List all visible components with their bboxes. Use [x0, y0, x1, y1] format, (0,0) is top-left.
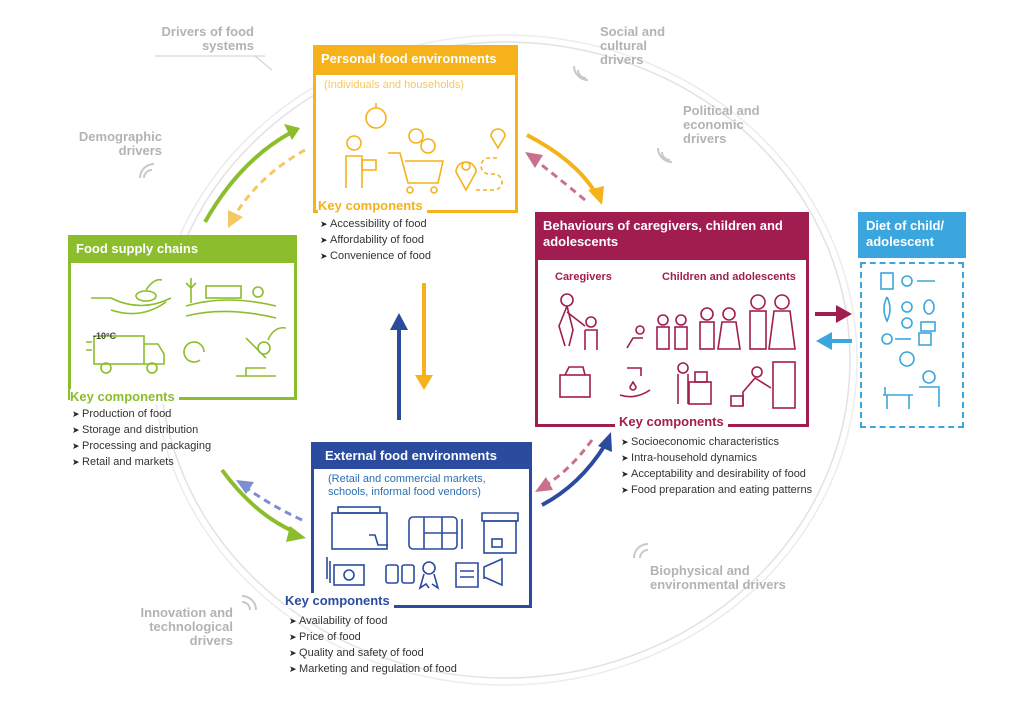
driver-food-systems: Drivers of food systems — [161, 24, 254, 53]
behaviours-title: Behaviours of caregivers, children and a… — [535, 212, 809, 260]
external-food-environments-box: External food environments (Retail and c… — [311, 442, 532, 608]
driver-demographic: Demographic drivers — [78, 129, 162, 158]
external-subtitle: (Retail and commercial markets, schools,… — [328, 473, 486, 498]
behaviours-key-label: Key components — [615, 414, 728, 429]
shopping-icons — [345, 103, 506, 194]
list-item: Convenience of food — [320, 248, 431, 264]
list-item: Production of food — [72, 406, 211, 422]
external-key-list: Availability of food Price of food Quali… — [289, 613, 457, 677]
behaviours-key-list: Socioeconomic characteristics Intra-hous… — [621, 434, 812, 498]
supply-chain-icons — [86, 278, 286, 377]
personal-key-label: Key components — [318, 198, 427, 213]
diet-dashed-frame — [860, 262, 964, 428]
diet-title: Diet of child/ adolescent — [858, 212, 966, 258]
caregivers-label: Caregivers — [555, 271, 612, 283]
supply-key-list: Production of food Storage and distribut… — [72, 406, 211, 470]
list-item: Availability of food — [289, 613, 457, 629]
driver-social-cultural: Social and cultural drivers — [600, 24, 666, 67]
supply-key-label: Key components — [70, 389, 179, 404]
diet-food-icons — [880, 272, 940, 409]
list-item: Acceptability and desirability of food — [621, 466, 812, 482]
list-item: Price of food — [289, 629, 457, 645]
external-key-label: Key components — [285, 593, 394, 608]
personal-key-list: Accessibility of food Affordability of f… — [320, 216, 431, 264]
list-item: Storage and distribution — [72, 422, 211, 438]
diet-box: Diet of child/ adolescent — [858, 212, 966, 430]
list-item: Food preparation and eating patterns — [621, 482, 812, 498]
children-label: Children and adolescents — [662, 271, 796, 283]
driver-political-economic: Political and economic drivers — [683, 103, 760, 146]
list-item: Intra-household dynamics — [621, 450, 812, 466]
family-icons — [558, 293, 796, 409]
personal-subtitle: (Individuals and households) — [324, 79, 465, 91]
list-item: Affordability of food — [320, 232, 431, 248]
list-item: Marketing and regulation of food — [289, 661, 457, 677]
driver-biophysical: Biophysical and environmental drivers — [650, 563, 786, 592]
driver-innovation: Innovation and technological drivers — [140, 605, 233, 648]
food-supply-chains-box: Food supply chains -10°C — [68, 235, 297, 400]
list-item: Retail and markets — [72, 454, 211, 470]
list-item: Accessibility of food — [320, 216, 431, 232]
supply-title: Food supply chains — [68, 235, 297, 263]
truck-temperature-label: -10°C — [93, 331, 117, 341]
list-item: Processing and packaging — [72, 438, 211, 454]
personal-title: Personal food environments — [313, 45, 518, 75]
behaviours-box: Behaviours of caregivers, children and a… — [535, 212, 809, 427]
external-title: External food environments — [311, 442, 532, 469]
list-item: Quality and safety of food — [289, 645, 457, 661]
list-item: Socioeconomic characteristics — [621, 434, 812, 450]
personal-food-environments-box: Personal food environments (Individuals … — [313, 45, 518, 213]
market-icons — [326, 506, 519, 590]
